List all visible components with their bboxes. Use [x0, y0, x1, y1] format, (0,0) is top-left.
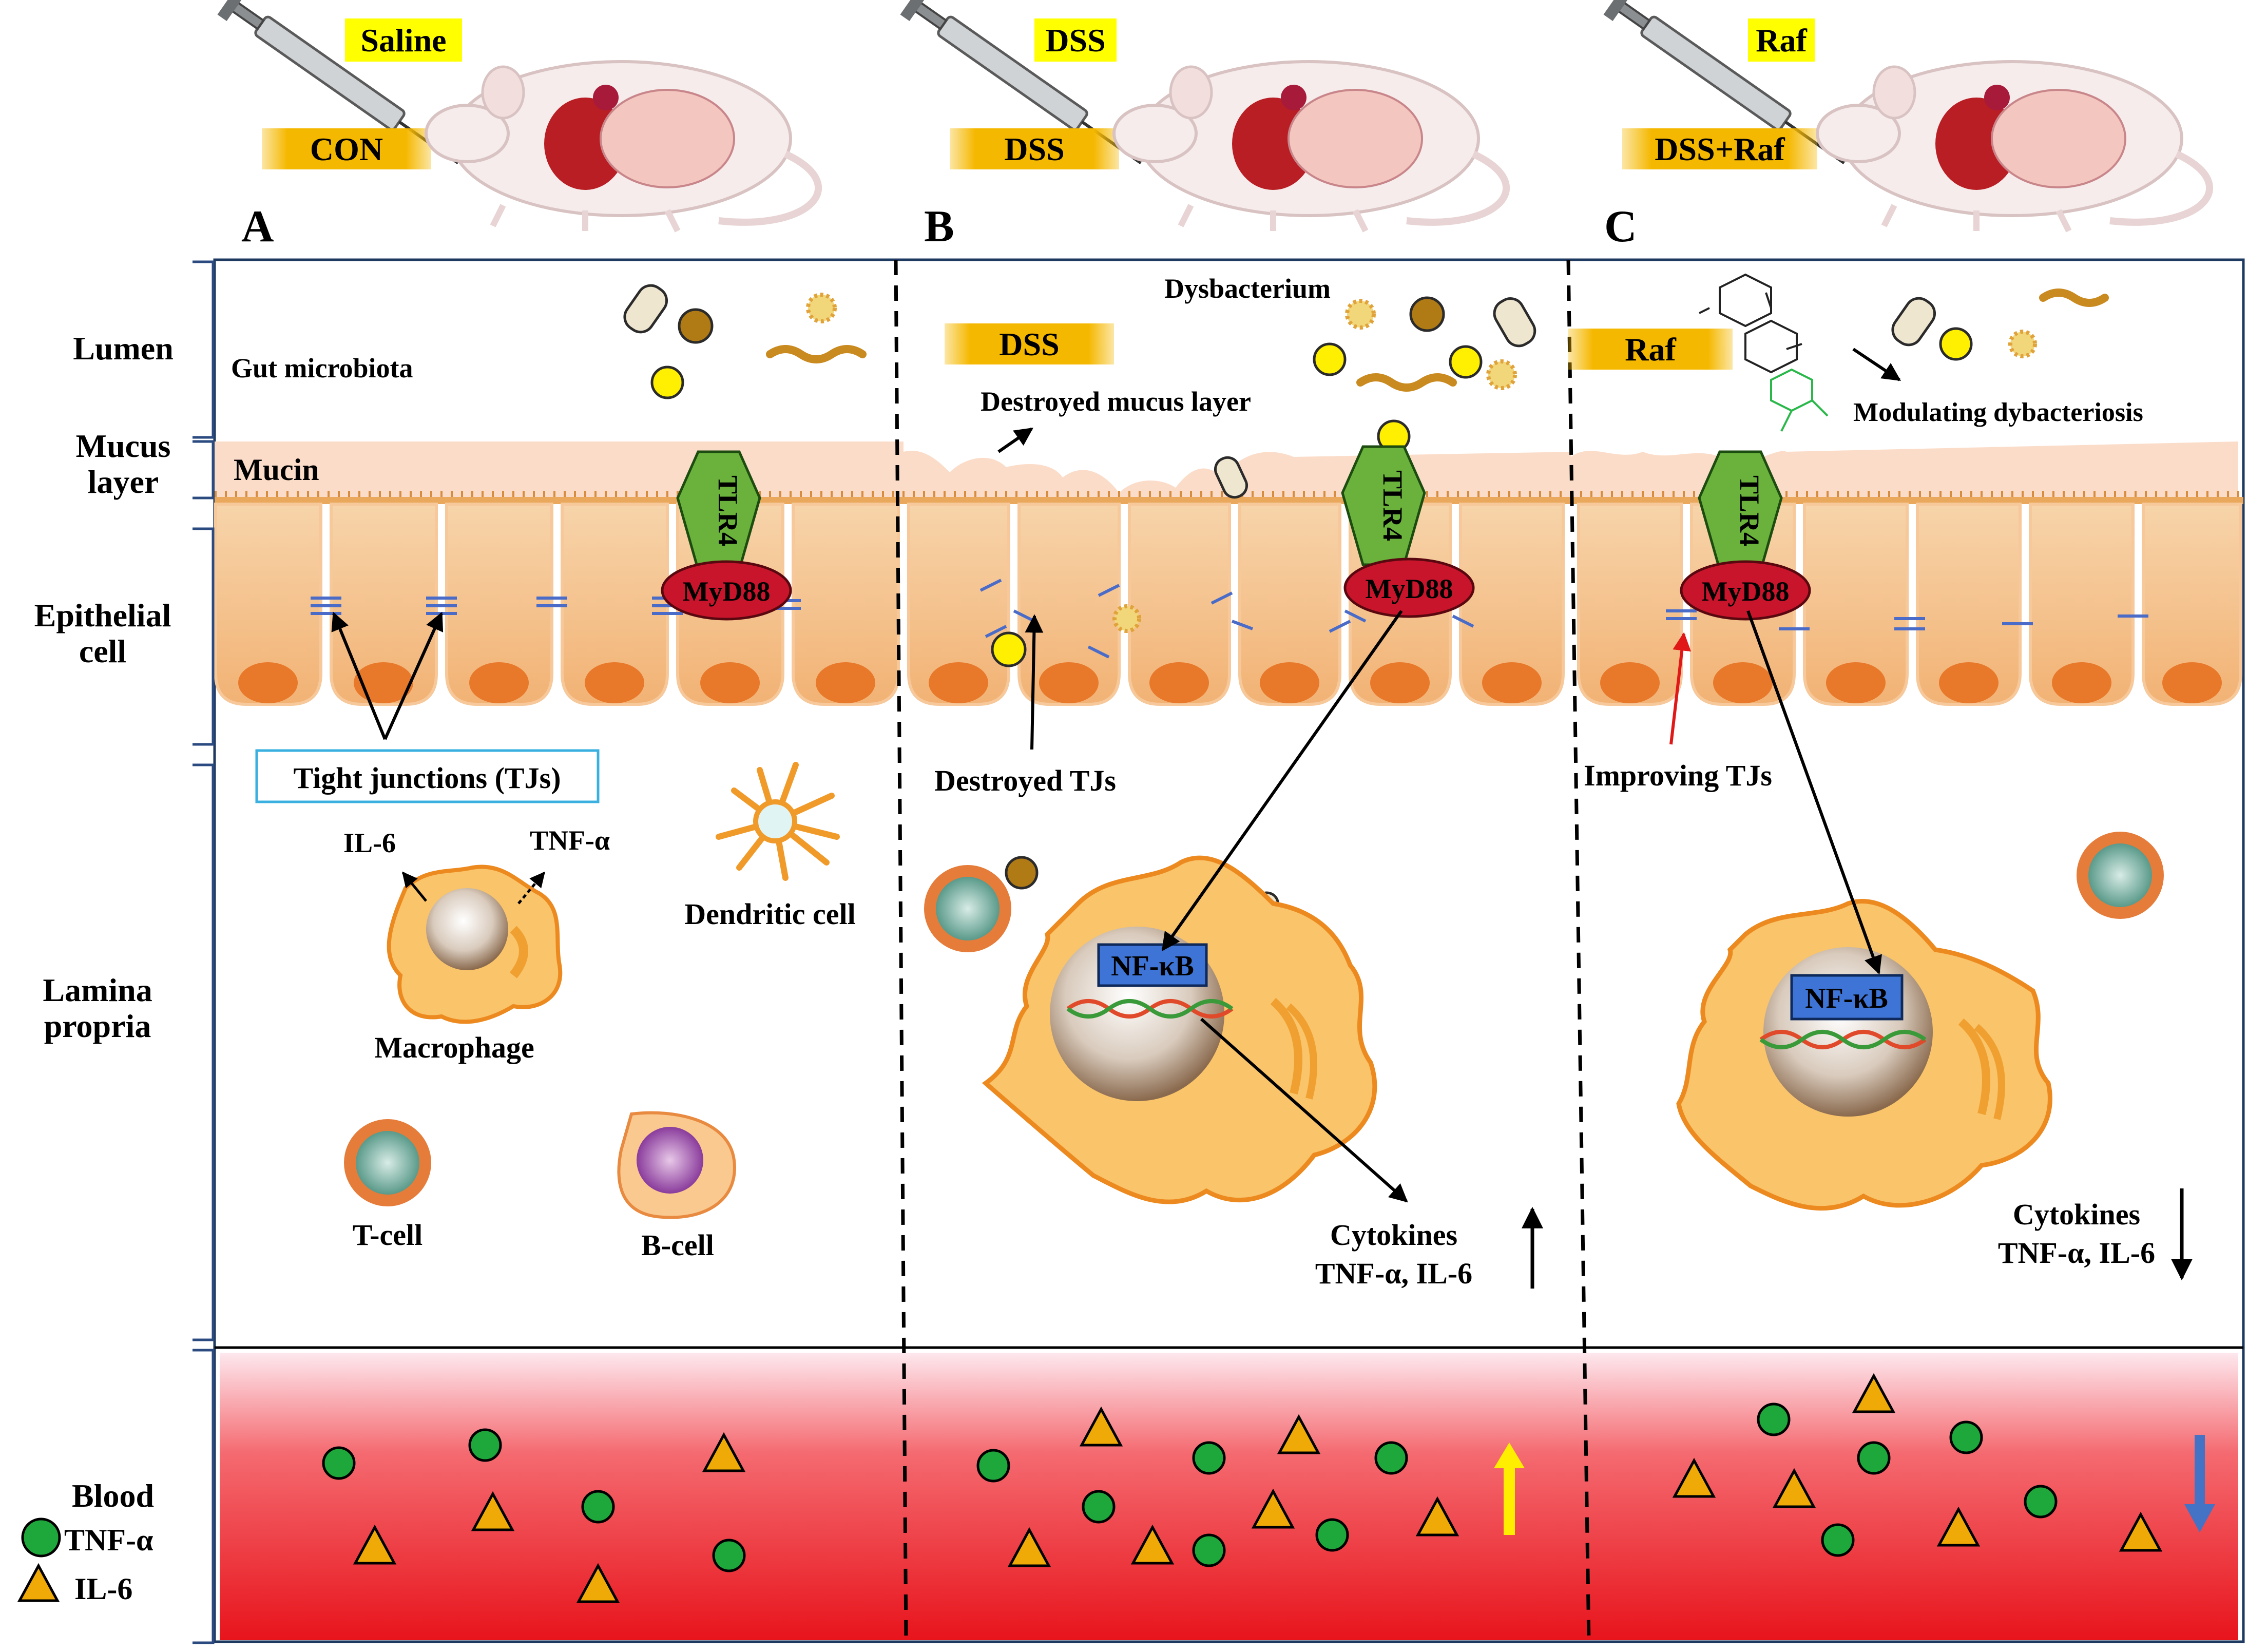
signaling-arrow: [1161, 610, 1403, 951]
panel-letter-a: A: [241, 202, 274, 252]
tnf-label: TNF-α: [530, 825, 610, 856]
legend-tnf-label: TNF-α: [64, 1523, 153, 1557]
panel-b: Dysbacterium DSS Destroyed mucus layer T…: [924, 273, 1543, 1290]
panel-letter-b: B: [924, 202, 954, 252]
myd88-adaptor: [1680, 560, 1811, 621]
nfkb-box: [1790, 974, 1904, 1021]
mouse-icon: [425, 60, 822, 233]
t-cell: [924, 865, 1011, 952]
panel-a: Gut microbiota Mucin TLR4 MyD88 Tight ju…: [231, 284, 867, 1262]
injection-label: Raf: [1756, 22, 1807, 59]
destroyed-mucus-label: Destroyed mucus layer: [981, 386, 1251, 417]
dysbacterium-label: Dysbacterium: [1164, 273, 1331, 304]
panel-letter-c: C: [1604, 202, 1637, 252]
t-cell-label: T-cell: [353, 1218, 422, 1252]
legend-il6-label: IL-6: [74, 1572, 132, 1606]
mucus-layer-c: [1571, 441, 2238, 498]
macrophage-cell: [387, 865, 563, 1024]
raffinose-structure-icon: [1699, 273, 1829, 432]
mouse-icon: [1816, 60, 2213, 233]
activated-macrophage: [982, 855, 1377, 1204]
myd88-label: MyD88: [1702, 576, 1790, 607]
il6-label: IL-6: [343, 828, 396, 858]
row-label-epithelial: Epithelial: [34, 597, 171, 633]
row-label-lumen: Lumen: [73, 330, 174, 367]
row-label-blood: Blood: [72, 1477, 154, 1514]
treatment-dss: DSS DSS: [900, 0, 1510, 233]
tissue-panel: [213, 258, 2245, 1643]
nfkb-label: NF-κB: [1805, 983, 1888, 1014]
b-cell-label: B-cell: [641, 1228, 714, 1262]
mucin-label: Mucin: [234, 453, 319, 487]
row-labels: Lumen Mucus layer Epithelial cell Lamina…: [17, 260, 215, 1644]
cytokines-label: Cytokines: [2013, 1198, 2140, 1231]
nfkb-label: NF-κB: [1111, 950, 1194, 982]
modulating-arrow: [1852, 348, 1901, 381]
row-label-cell: cell: [79, 633, 126, 669]
epithelial-nuclei: [238, 662, 2222, 703]
treatment-con: Saline CON: [217, 0, 822, 233]
injection-label: Saline: [360, 22, 446, 59]
tight-junctions-label: Tight junctions (TJs): [293, 761, 561, 795]
bacteria-icon: [623, 284, 867, 399]
blood-markers-a: [322, 1428, 746, 1603]
mouse-icon: [1112, 60, 1510, 233]
legend-il6-icon: [17, 1563, 60, 1602]
modulating-label: Modulating dybacteriosis: [1853, 398, 2143, 427]
down-arrow-icon: [2184, 1504, 2215, 1532]
row-label-lamina: Lamina: [43, 972, 152, 1008]
blood-markers-b: [976, 1406, 1525, 1567]
nfkb-box: [1097, 943, 1208, 987]
panel-c: Raf Modulating dybacteriosis TLR4 MyD88 …: [1568, 273, 2193, 1281]
il6-secretion-arrow: [402, 871, 427, 902]
myd88-adaptor: [661, 560, 792, 621]
signaling-arrow: [1746, 610, 1882, 975]
dendritic-cell-label: Dendritic cell: [684, 897, 855, 931]
dss-tag-label: DSS: [999, 326, 1059, 362]
raf-tag-label: Raf: [1625, 331, 1676, 368]
blood-vessel: [220, 1353, 2238, 1640]
group-label: DSS+Raf: [1655, 131, 1785, 167]
bacteria-icon: [1891, 289, 2109, 361]
cytokines-label: Cytokines: [1330, 1218, 1457, 1252]
tlr4-label: TLR4: [1734, 475, 1765, 546]
treatment-raf: Raf DSS+Raf: [1603, 0, 2213, 233]
injection-label: DSS: [1045, 22, 1105, 59]
tight-junctions-c: [1666, 609, 2148, 630]
tlr4-label: TLR4: [713, 475, 743, 546]
group-label: DSS: [1004, 131, 1064, 167]
myd88-adaptor: [1343, 558, 1475, 618]
cytokine-list-label: TNF-α, IL-6: [1315, 1257, 1472, 1290]
macrophage-label: Macrophage: [374, 1031, 534, 1064]
group-label: CON: [310, 131, 383, 167]
cytokine-list-label: TNF-α, IL-6: [1998, 1236, 2155, 1270]
macrophage-cell: [1676, 899, 2052, 1211]
myd88-label: MyD88: [683, 576, 771, 607]
dendritic-cell: [716, 762, 840, 881]
row-label-mucus: Mucus: [76, 428, 171, 464]
tight-junctions-b: [979, 579, 1474, 659]
destroyed-tjs-label: Destroyed TJs: [934, 764, 1116, 797]
b-cell: [617, 1111, 736, 1219]
epithelial-cells: [214, 503, 2242, 706]
myd88-label: MyD88: [1366, 573, 1453, 604]
cytokine-release-arrow: [1200, 1017, 1408, 1203]
improving-tjs-label: Improving TJs: [1584, 759, 1772, 792]
row-label-layer: layer: [88, 464, 159, 500]
legend-tnf-icon: [21, 1517, 61, 1558]
gut-microbiota-label: Gut microbiota: [231, 353, 413, 383]
t-cell: [2077, 832, 2164, 919]
row-label-propria: propria: [44, 1008, 151, 1044]
tj-arrow: [1025, 614, 1044, 750]
tj-arrow: [331, 611, 387, 740]
tlr4-label: TLR4: [1377, 470, 1408, 541]
tj-arrow: [383, 611, 444, 740]
tj-arrow: [1669, 632, 1692, 745]
up-arrow-icon: [1494, 1443, 1525, 1468]
mucus-arrow: [997, 427, 1033, 453]
blood-markers-c: [1672, 1373, 2215, 1557]
t-cell: [344, 1119, 431, 1206]
